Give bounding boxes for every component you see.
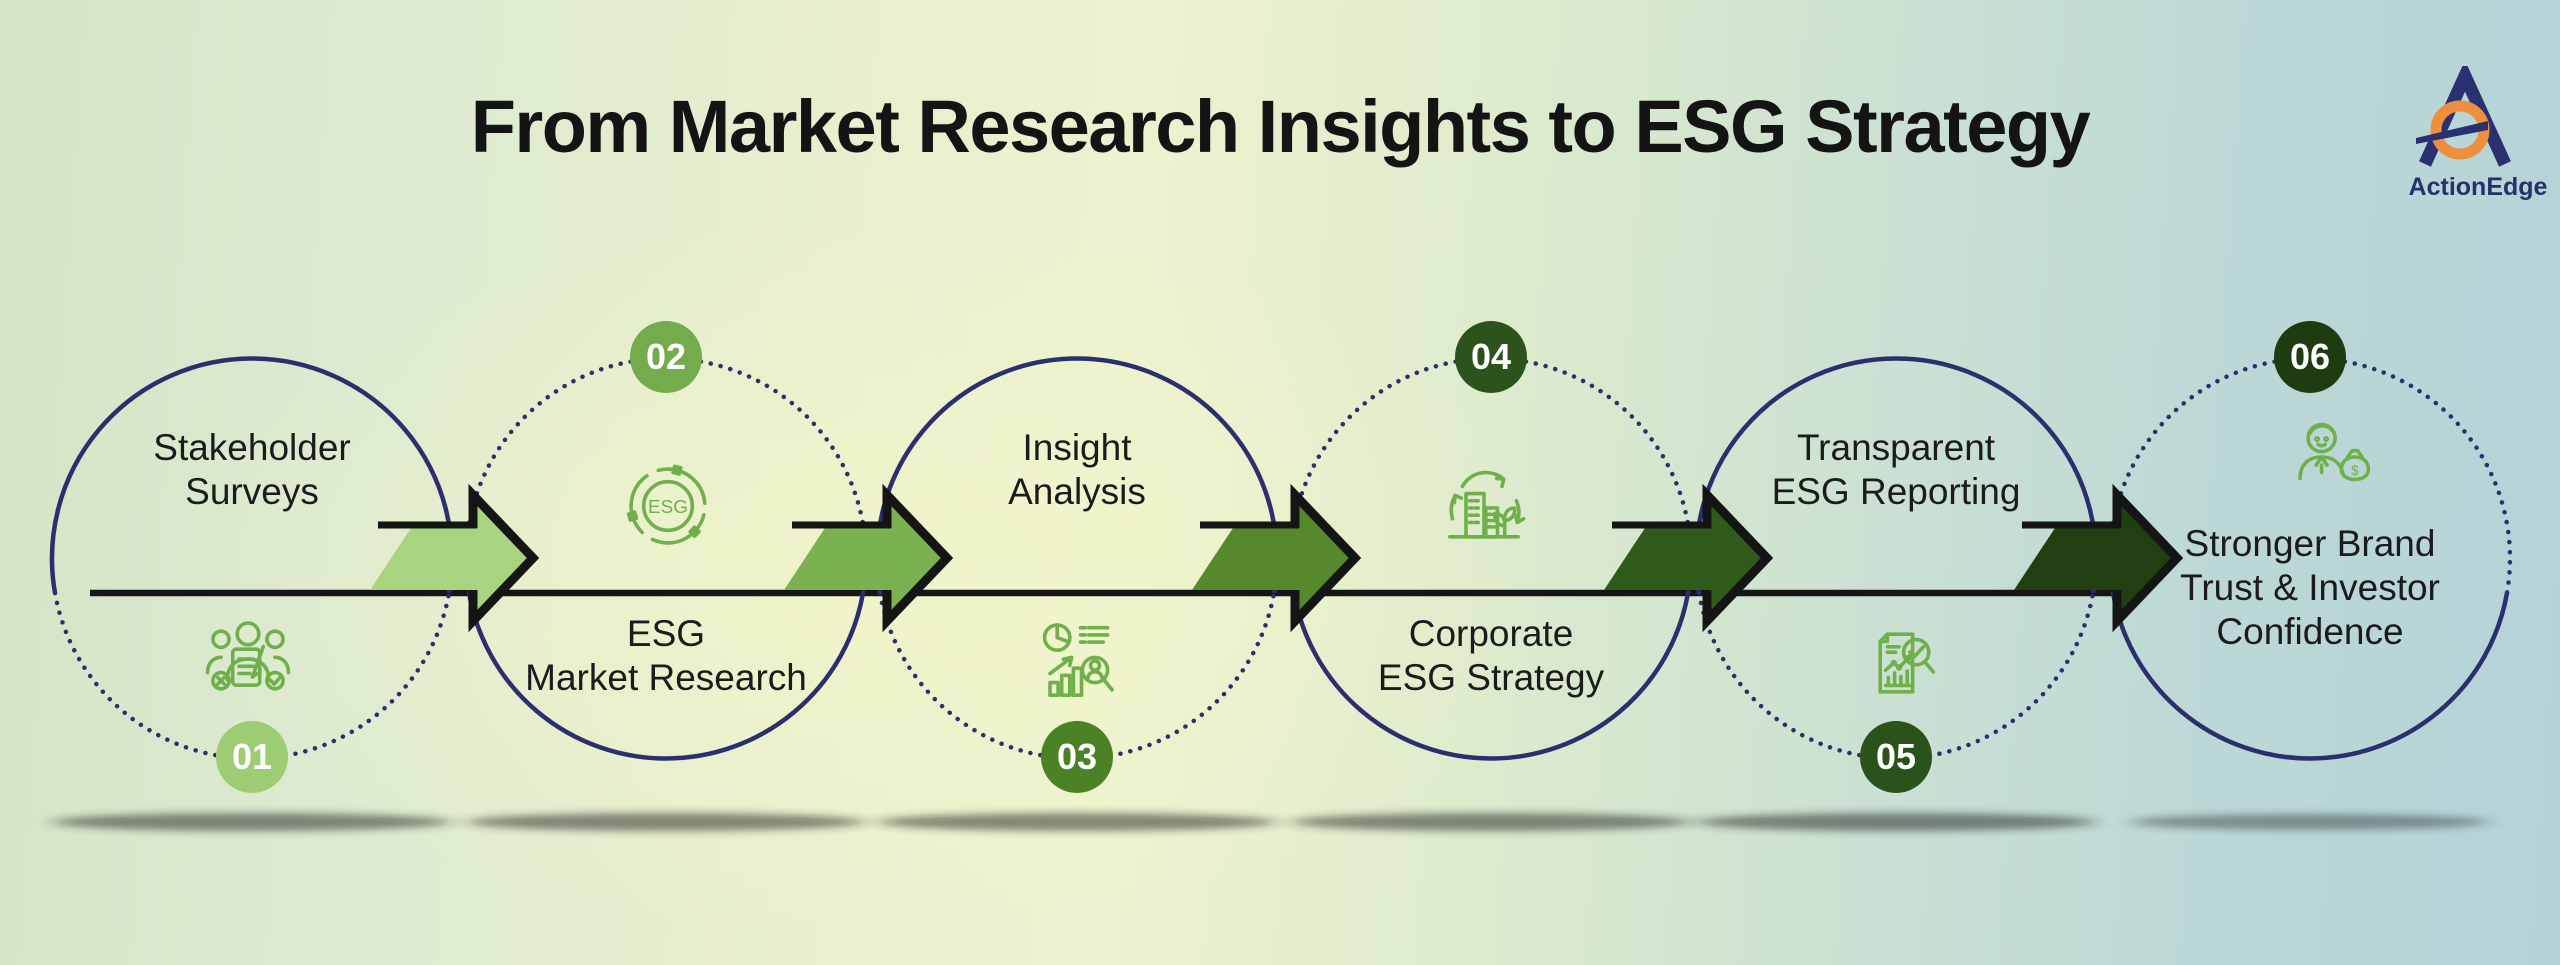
insight-analytics-icon — [1032, 616, 1122, 711]
step-5-label: Transparent ESG Reporting — [1771, 427, 2021, 512]
circle-6-bottom-arc — [2110, 592, 2510, 761]
page-title: From Market Research Insights to ESG Str… — [470, 85, 2091, 168]
circle-3-top-arc — [874, 356, 1280, 594]
circle-2-bottom-arc — [466, 592, 866, 761]
arrow-3-tail — [1192, 528, 1301, 590]
green-building-icon — [1439, 463, 1529, 558]
brand-logo: ActionEdge — [2396, 60, 2560, 206]
step-4-label: Corporate ESG Strategy — [1377, 613, 1605, 698]
investor-icon: $ — [2282, 412, 2372, 507]
arrow-1-head — [468, 483, 540, 633]
esg-report-icon — [1855, 618, 1945, 713]
step-6-badge: 06 — [2274, 321, 2346, 393]
step-6-label: Stronger Brand Trust & Investor Confiden… — [2180, 523, 2440, 652]
esg-ring-icon-text: ESG — [648, 497, 688, 518]
circle-shadow — [466, 813, 866, 831]
circle-shadow — [2130, 814, 2490, 830]
step-3-badge: 03 — [1041, 721, 1113, 793]
arrow-3-head — [1290, 483, 1362, 633]
circle-5-bottom-arc — [1696, 590, 2096, 761]
circle-3-bottom-arc — [877, 590, 1277, 761]
circle-shadow — [877, 813, 1277, 831]
arrow-1-tail — [370, 528, 479, 590]
circle-1-bottom-arc — [52, 590, 452, 761]
step-2-badge: 02 — [630, 321, 702, 393]
arrow-4-tail — [1604, 528, 1713, 590]
circle-4-bottom-arc — [1291, 592, 1691, 761]
step-5-badge: 05 — [1860, 721, 1932, 793]
arrow-5-tail — [2014, 528, 2123, 590]
step-2-label: ESG Market Research — [525, 613, 807, 698]
logo-swoosh — [2416, 121, 2488, 144]
step-4-badge: 04 — [1455, 321, 1527, 393]
brand-logo-icon — [2416, 60, 2511, 167]
step-1-label: Stakeholder Surveys — [153, 427, 351, 512]
circle-shadow — [1696, 813, 2096, 831]
circle-shadow — [1291, 813, 1691, 831]
money-bag-icon-text: $ — [2351, 463, 2359, 478]
circle-shadow — [52, 813, 452, 831]
step-1-badge: 01 — [216, 721, 288, 793]
arrow-2-tail — [784, 528, 893, 590]
circle-1-top-arc — [49, 356, 455, 594]
brand-name: ActionEdge — [2408, 173, 2548, 201]
circle-5-top-arc — [1693, 356, 2099, 594]
esg-ring-icon: ESG — [623, 461, 713, 556]
survey-people-icon — [203, 615, 293, 710]
step-3-label: Insight Analysis — [1008, 427, 1146, 512]
